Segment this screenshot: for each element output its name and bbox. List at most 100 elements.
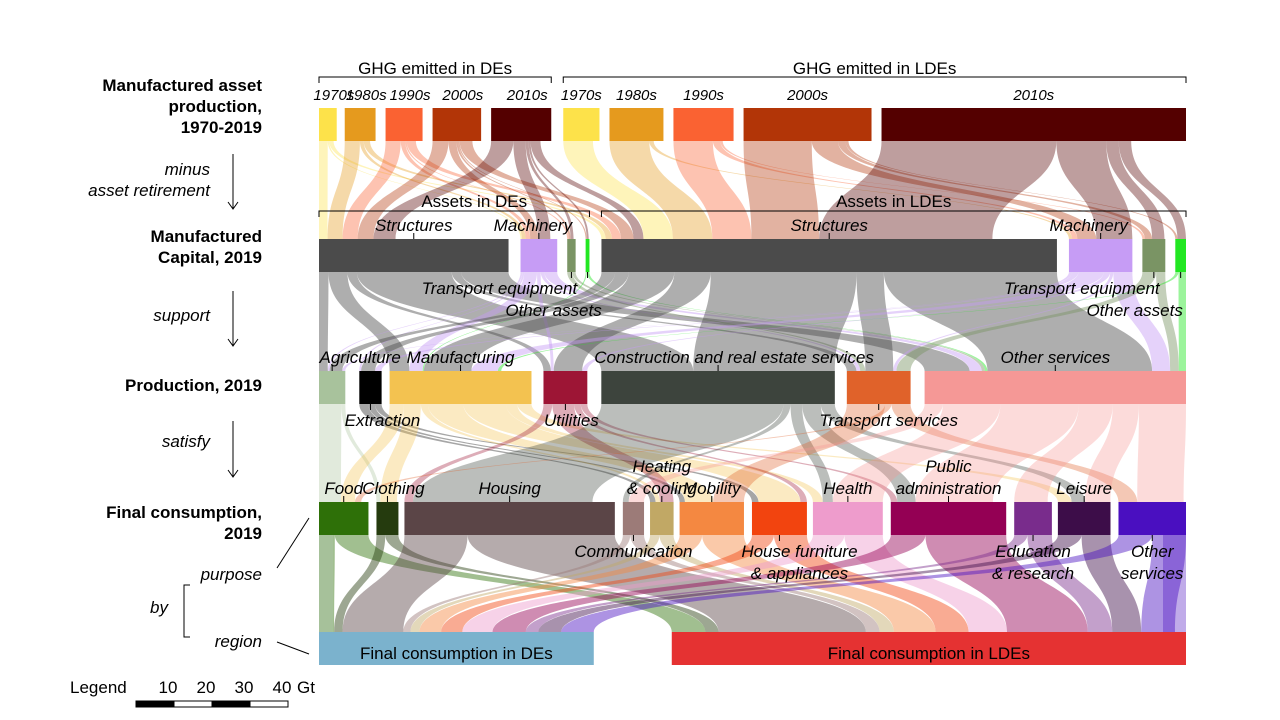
flow-2-3-6-14: [574, 404, 807, 502]
flow-2-1-5-3: [368, 404, 685, 502]
node-2-2: [389, 371, 532, 404]
flow-0-3-2-12: [456, 141, 571, 239]
flow-1-1-3-9: [537, 272, 554, 371]
verb-label-by: by: [150, 598, 169, 617]
node-3-10: [1057, 502, 1111, 535]
flow-0-2-2-8: [405, 141, 569, 239]
node-2-4: [601, 371, 835, 404]
flow-3-5-0-10: [419, 535, 703, 632]
flow-0-2-4-9: [406, 141, 622, 239]
flow-1-4-1-17: [361, 272, 629, 371]
arrow-satisfy-head: [227, 469, 239, 478]
bracket-ghg-ldes: [562, 76, 1187, 83]
flow-1-4-6-22: [883, 272, 1153, 371]
node-0-9: [881, 108, 1186, 141]
node-1-0: [319, 239, 509, 272]
flow-1-7-6-32: [1178, 272, 1186, 371]
capital-label-ldes-structures: Structures: [790, 216, 868, 235]
flow-1-0-4-3: [356, 272, 694, 371]
flow-3-0-1-1: [334, 535, 706, 632]
node-3-8: [890, 502, 1007, 535]
arrow-retire-head: [227, 201, 239, 210]
flow-0-8-5-27: [811, 141, 1097, 239]
sector-label-manufacturing: Manufacturing: [407, 348, 515, 367]
node-1-1: [520, 239, 558, 272]
consumption-label-10: Leisure: [1056, 479, 1112, 498]
flow-2-6-10-28: [1085, 404, 1139, 502]
flow-2-6-3-24: [628, 404, 943, 502]
flow-3-7-1-15: [844, 535, 1008, 632]
verb-label-region: region: [215, 632, 262, 651]
flow-1-5-6-28: [1113, 272, 1171, 371]
decade-label-ldes-4: 2010s: [1012, 87, 1054, 104]
flow-2-3-4-13: [552, 404, 674, 502]
flow-0-6-4-21: [609, 141, 713, 239]
node-2-0: [319, 371, 346, 404]
node-0-7: [673, 108, 734, 141]
flow-3-4-0-8: [410, 535, 660, 632]
node-3-9: [1014, 502, 1052, 535]
flow-3-1-1-3: [385, 535, 719, 632]
nodes-layer: [319, 108, 1186, 665]
flow-0-1-4-5: [363, 141, 613, 239]
flow-3-7-0-14: [462, 535, 845, 632]
flow-0-9-5-31: [1056, 141, 1133, 239]
flow-3-6-1-13: [773, 535, 969, 632]
flow-2-3-2-12: [404, 404, 553, 502]
flow-0-0-0-0: [319, 141, 328, 239]
sector-label-extraction: Extraction: [345, 411, 421, 430]
flow-1-0-3-2: [347, 272, 551, 371]
node-2-5: [846, 371, 911, 404]
legend-unit: Gt: [297, 678, 315, 697]
node-0-4: [491, 108, 552, 141]
flow-2-3-8-15: [580, 404, 898, 502]
flow-0-3-3-13: [458, 141, 587, 239]
flow-1-4-3-19: [553, 272, 711, 371]
flow-1-5-3-26: [582, 272, 1111, 371]
flow-3-2-0-4: [342, 535, 468, 632]
flow-0-0-1-1: [327, 141, 522, 239]
flow-1-2-5-12: [567, 272, 866, 371]
node-0-2: [385, 108, 423, 141]
flow-0-3-4-14: [459, 141, 634, 239]
capital-label-ldes-transport: Transport equipment: [1004, 279, 1161, 298]
legend-scale-segment-3: [249, 700, 289, 708]
capital-label-des-other: Other assets: [505, 301, 602, 320]
flow-2-2-1-6: [380, 404, 421, 502]
flow-3-6-0-12: [441, 535, 774, 632]
legend-tick-0: 10: [159, 678, 178, 697]
flow-1-5-5-27: [893, 272, 1114, 371]
sector-label-utilities: Utilities: [544, 411, 599, 430]
node-3-11: [1118, 502, 1186, 535]
capital-label-des-transport: Transport equipment: [422, 279, 579, 298]
flow-1-1-2-8: [409, 272, 538, 371]
flow-1-0-2-1: [328, 272, 410, 371]
legend-scale-segment-0: [135, 700, 175, 708]
arrow-support-head: [227, 338, 239, 347]
purpose-pointer: [276, 517, 310, 569]
sector-label-other-services: Other services: [1000, 348, 1110, 367]
legend-scale-segment-1: [173, 700, 213, 708]
flow-1-4-4-20: [693, 272, 857, 371]
flow-0-8-4-26: [743, 141, 820, 239]
flow-0-8-6-28: [837, 141, 1153, 239]
consumption-label-0: Food: [324, 479, 363, 498]
node-1-5: [1068, 239, 1133, 272]
flow-2-6-9-27: [1014, 404, 1113, 502]
flow-0-7-4-23: [673, 141, 752, 239]
flow-0-2-0-6: [342, 141, 401, 239]
node-3-7: [812, 502, 883, 535]
flow-0-5-4-20: [563, 141, 673, 239]
flow-3-11-1-23: [1141, 535, 1186, 632]
decade-label-ldes-1: 1980s: [616, 87, 657, 104]
node-3-5: [679, 502, 744, 535]
flow-2-5-11-23: [891, 404, 1138, 502]
legend-title: Legend: [70, 678, 127, 697]
node-1-2: [567, 239, 576, 272]
flow-1-1-1-7: [359, 272, 525, 371]
flow-0-8-7-29: [845, 141, 1178, 239]
node-1-3: [585, 239, 590, 272]
